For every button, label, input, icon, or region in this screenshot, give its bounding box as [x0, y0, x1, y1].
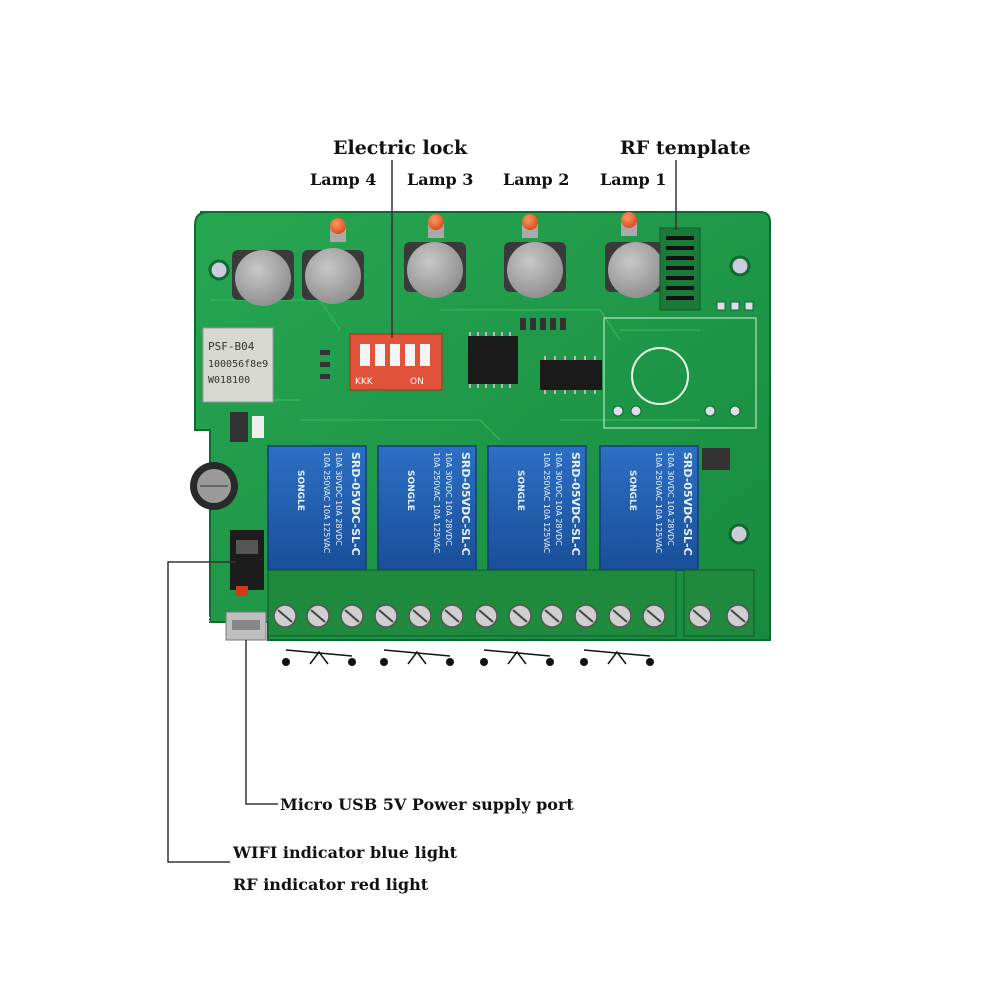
usb-port-label: Micro USB 5V Power supply port	[280, 795, 574, 814]
terminal-screw-6[interactable]	[440, 604, 464, 628]
usb-port-leader	[245, 640, 278, 805]
rf-template-label: RF template	[620, 137, 751, 159]
svg-text:SONGLE: SONGLE	[627, 470, 637, 511]
rf-indicator-label: RF indicator red light	[233, 875, 429, 894]
wifi-indicator-label: WIFI indicator blue light	[233, 843, 458, 862]
svg-text:10A 30VDC 10A 28VDC: 10A 30VDC 10A 28VDC	[334, 452, 343, 546]
switch-symbols	[282, 649, 654, 666]
svg-text:10A 30VDC 10A 28VDC: 10A 30VDC 10A 28VDC	[444, 452, 453, 546]
usb-and-indicators: VIN	[203, 530, 267, 641]
terminal-screw-8[interactable]	[508, 604, 532, 628]
terminal-screw-7[interactable]	[474, 604, 498, 628]
terminal-screw-5[interactable]	[408, 604, 432, 628]
svg-text:SONGLE: SONGLE	[515, 470, 525, 511]
wifi-module: PSF-B04 100056f8e9 W018100	[202, 327, 274, 403]
dip-on: ON	[410, 377, 424, 387]
module-line-2: 100056f8e9	[208, 359, 268, 370]
svg-text:10A 250VAC 10A 125VAC: 10A 250VAC 10A 125VAC	[322, 452, 331, 554]
svg-text:10A 250VAC 10A 125VAC: 10A 250VAC 10A 125VAC	[654, 452, 663, 554]
lamp2-label: Lamp 2	[503, 170, 570, 189]
switch-symbol-3	[480, 649, 554, 666]
buzzer-outline	[631, 347, 689, 405]
terminal-screw-13[interactable]	[688, 604, 712, 628]
silk-vin: VIN	[203, 616, 212, 630]
microcontroller-chip	[468, 332, 518, 388]
electric-lock-label: Electric lock	[333, 137, 468, 159]
rf-area-outline	[603, 317, 757, 429]
dip-switch: KKK ON	[349, 333, 443, 391]
terminal-blocks	[267, 569, 755, 637]
terminal-screw-12[interactable]	[642, 604, 666, 628]
mounting-holes	[208, 255, 751, 545]
terminal-screw-11[interactable]	[608, 604, 632, 628]
push-buttons	[232, 242, 667, 306]
svg-text:10A 30VDC 10A 28VDC: 10A 30VDC 10A 28VDC	[666, 452, 675, 546]
dip-kkk: KKK	[355, 377, 374, 387]
lamp1-label: Lamp 1	[600, 170, 667, 189]
svg-text:SRD-05VDC-SL-C: SRD-05VDC-SL-C	[681, 452, 694, 556]
terminal-screw-1[interactable]	[273, 604, 297, 628]
module-line-3: W018100	[208, 375, 250, 386]
leader-lines	[167, 160, 677, 863]
switch-symbol-2	[380, 649, 454, 666]
svg-text:10A 250VAC 10A 125VAC: 10A 250VAC 10A 125VAC	[432, 452, 441, 554]
lamp-leds	[330, 212, 637, 242]
svg-text:10A 30VDC 10A 28VDC: 10A 30VDC 10A 28VDC	[554, 452, 563, 546]
terminal-screw-2[interactable]	[306, 604, 330, 628]
switch-symbol-4	[580, 649, 654, 666]
svg-text:10A 250VAC 10A 125VAC: 10A 250VAC 10A 125VAC	[542, 452, 551, 554]
svg-text:SRD-05VDC-SL-C: SRD-05VDC-SL-C	[459, 452, 472, 556]
rf-module-header	[659, 227, 701, 311]
lamp4-label: Lamp 4	[310, 170, 377, 189]
svg-text:SONGLE: SONGLE	[295, 470, 305, 511]
svg-text:SRD-05VDC-SL-C: SRD-05VDC-SL-C	[569, 452, 582, 556]
terminal-screw-3[interactable]	[340, 604, 364, 628]
driver-chip	[540, 356, 602, 394]
rf-pads	[612, 301, 754, 417]
module-line-1: PSF-B04	[208, 340, 255, 353]
indicator-leader	[167, 561, 236, 863]
terminal-screw-10[interactable]	[574, 604, 598, 628]
terminal-screw-9[interactable]	[540, 604, 564, 628]
svg-text:SONGLE: SONGLE	[405, 470, 415, 511]
svg-text:SRD-05VDC-SL-C: SRD-05VDC-SL-C	[349, 452, 362, 556]
capacitor	[190, 462, 238, 510]
terminal-screw-14[interactable]	[726, 604, 750, 628]
switch-symbol-1	[282, 649, 356, 666]
terminal-screw-4[interactable]	[374, 604, 398, 628]
lamp3-label: Lamp 3	[407, 170, 474, 189]
smd-components	[230, 318, 730, 470]
